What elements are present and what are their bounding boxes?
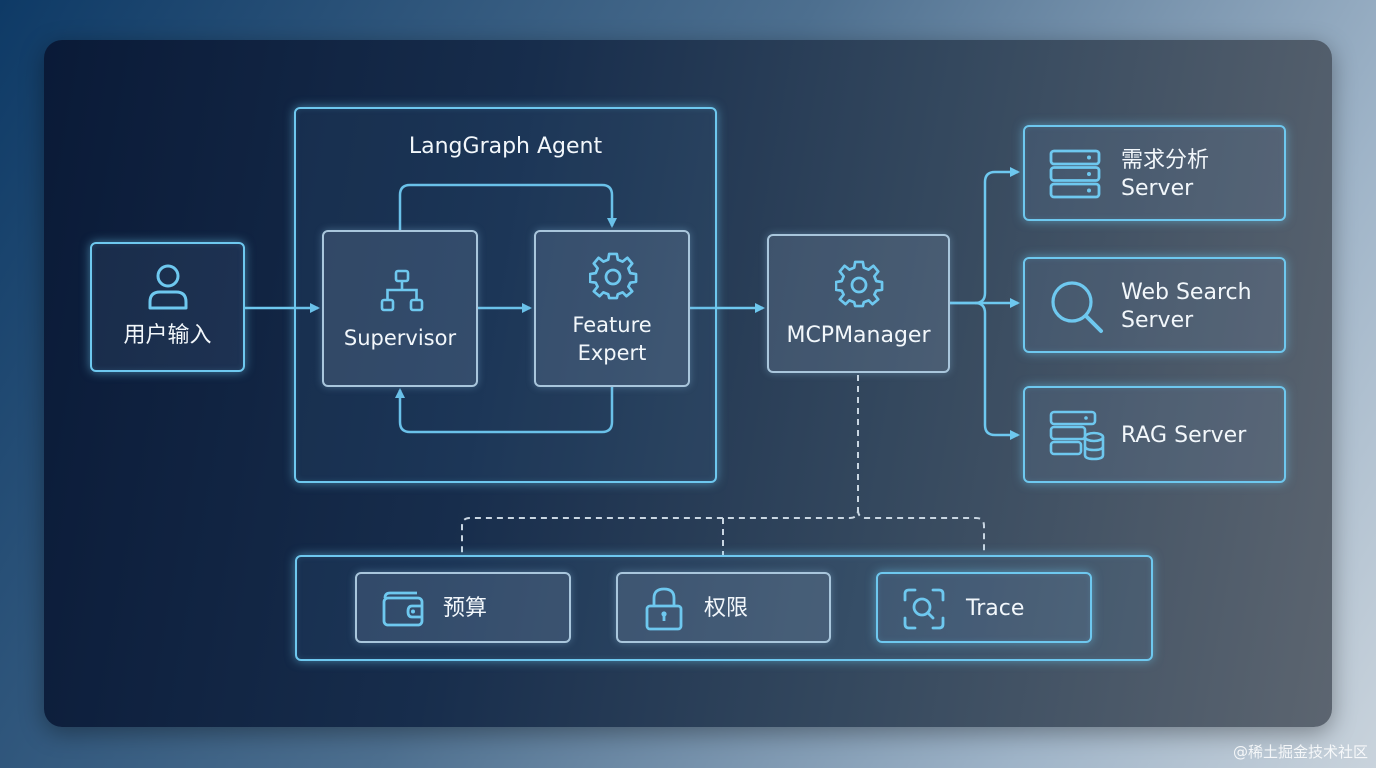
magnifier-icon bbox=[1051, 281, 1103, 333]
policy-permission[interactable]: 权限 bbox=[616, 572, 831, 643]
agent-group-title: LangGraph Agent bbox=[408, 134, 603, 159]
lock-icon bbox=[645, 587, 683, 631]
server-requirements-analysis[interactable]: 需求分析 Server bbox=[1023, 125, 1286, 221]
feature-expert-label-line2: Expert bbox=[577, 341, 647, 365]
server-label-line1: Web Search bbox=[1121, 280, 1252, 305]
wallet-icon bbox=[382, 591, 424, 627]
server-label-line2: Server bbox=[1121, 308, 1194, 333]
policy-trace[interactable]: Trace bbox=[876, 572, 1092, 643]
server-label-line2: Server bbox=[1121, 176, 1194, 201]
server-label-line1: RAG Server bbox=[1121, 423, 1247, 448]
policy-budget[interactable]: 预算 bbox=[355, 572, 571, 643]
mcp-manager-node[interactable]: MCPManager bbox=[767, 234, 950, 373]
supervisor-label: Supervisor bbox=[343, 326, 457, 350]
scan-search-icon bbox=[903, 588, 945, 630]
mcp-manager-label: MCPManager bbox=[786, 323, 931, 348]
policy-label: Trace bbox=[966, 596, 1025, 621]
user-input-label: 用户输入 bbox=[123, 323, 212, 348]
gear-icon bbox=[589, 252, 638, 300]
feature-expert-label-line1: Feature bbox=[572, 313, 652, 337]
database-icon bbox=[1049, 410, 1105, 461]
watermark: @稀土掘金技术社区 bbox=[1232, 743, 1368, 761]
server-web-search[interactable]: Web Search Server bbox=[1023, 257, 1286, 353]
feature-expert-node[interactable]: Feature Expert bbox=[534, 230, 690, 387]
server-label-line1: 需求分析 bbox=[1121, 148, 1210, 173]
langgraph-agent-group: LangGraph Agent bbox=[294, 107, 717, 483]
policy-label: 权限 bbox=[704, 596, 749, 621]
gear-icon bbox=[835, 260, 884, 308]
supervisor-node[interactable]: Supervisor bbox=[322, 230, 478, 387]
server-stack-icon bbox=[1049, 149, 1101, 199]
policy-label: 预算 bbox=[443, 596, 488, 621]
user-input-node[interactable]: 用户输入 bbox=[90, 242, 245, 372]
server-rag[interactable]: RAG Server bbox=[1023, 386, 1286, 483]
hierarchy-icon bbox=[380, 269, 424, 312]
user-icon bbox=[148, 264, 188, 310]
